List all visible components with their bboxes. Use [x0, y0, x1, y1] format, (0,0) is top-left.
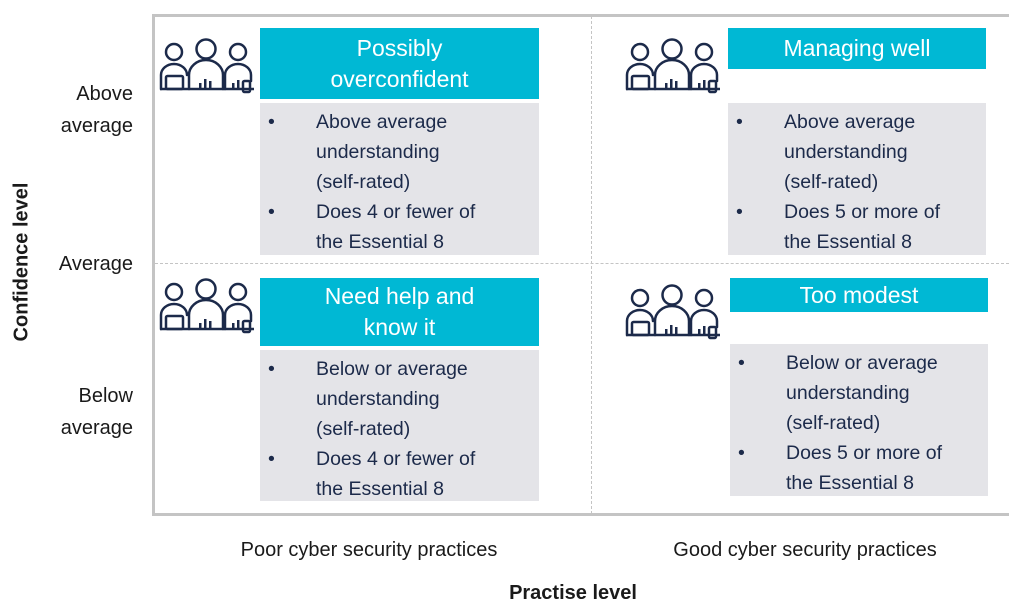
y-tick-average: Average — [58, 253, 133, 275]
people-with-laptops-icon — [624, 38, 722, 94]
x-tick-good: Good cyber security practices — [673, 539, 937, 561]
quadrant-body-too-modest: Below or averageunderstanding(self-rated… — [730, 344, 988, 496]
x-axis-title: Practise level — [509, 582, 637, 604]
x-tick-poor: Poor cyber security practices — [240, 539, 498, 561]
vertical-divider — [591, 16, 592, 514]
quadrant-title-managing-well: Managing well — [728, 28, 986, 69]
bullet-understanding: Below or averageunderstanding(self-rated… — [730, 348, 982, 438]
people-with-laptops-icon — [158, 278, 256, 334]
people-with-laptops-icon — [624, 284, 722, 340]
matrix-frame — [152, 14, 1009, 516]
bullet-understanding: Below or averageunderstanding(self-rated… — [260, 354, 533, 444]
quadrant-body-need-help: Below or averageunderstanding(self-rated… — [260, 350, 539, 501]
people-with-laptops-icon — [158, 38, 256, 94]
horizontal-divider — [155, 263, 1009, 264]
quadrant-title-too-modest: Too modest — [730, 278, 988, 312]
y-axis-title: Confidence level — [10, 182, 33, 342]
